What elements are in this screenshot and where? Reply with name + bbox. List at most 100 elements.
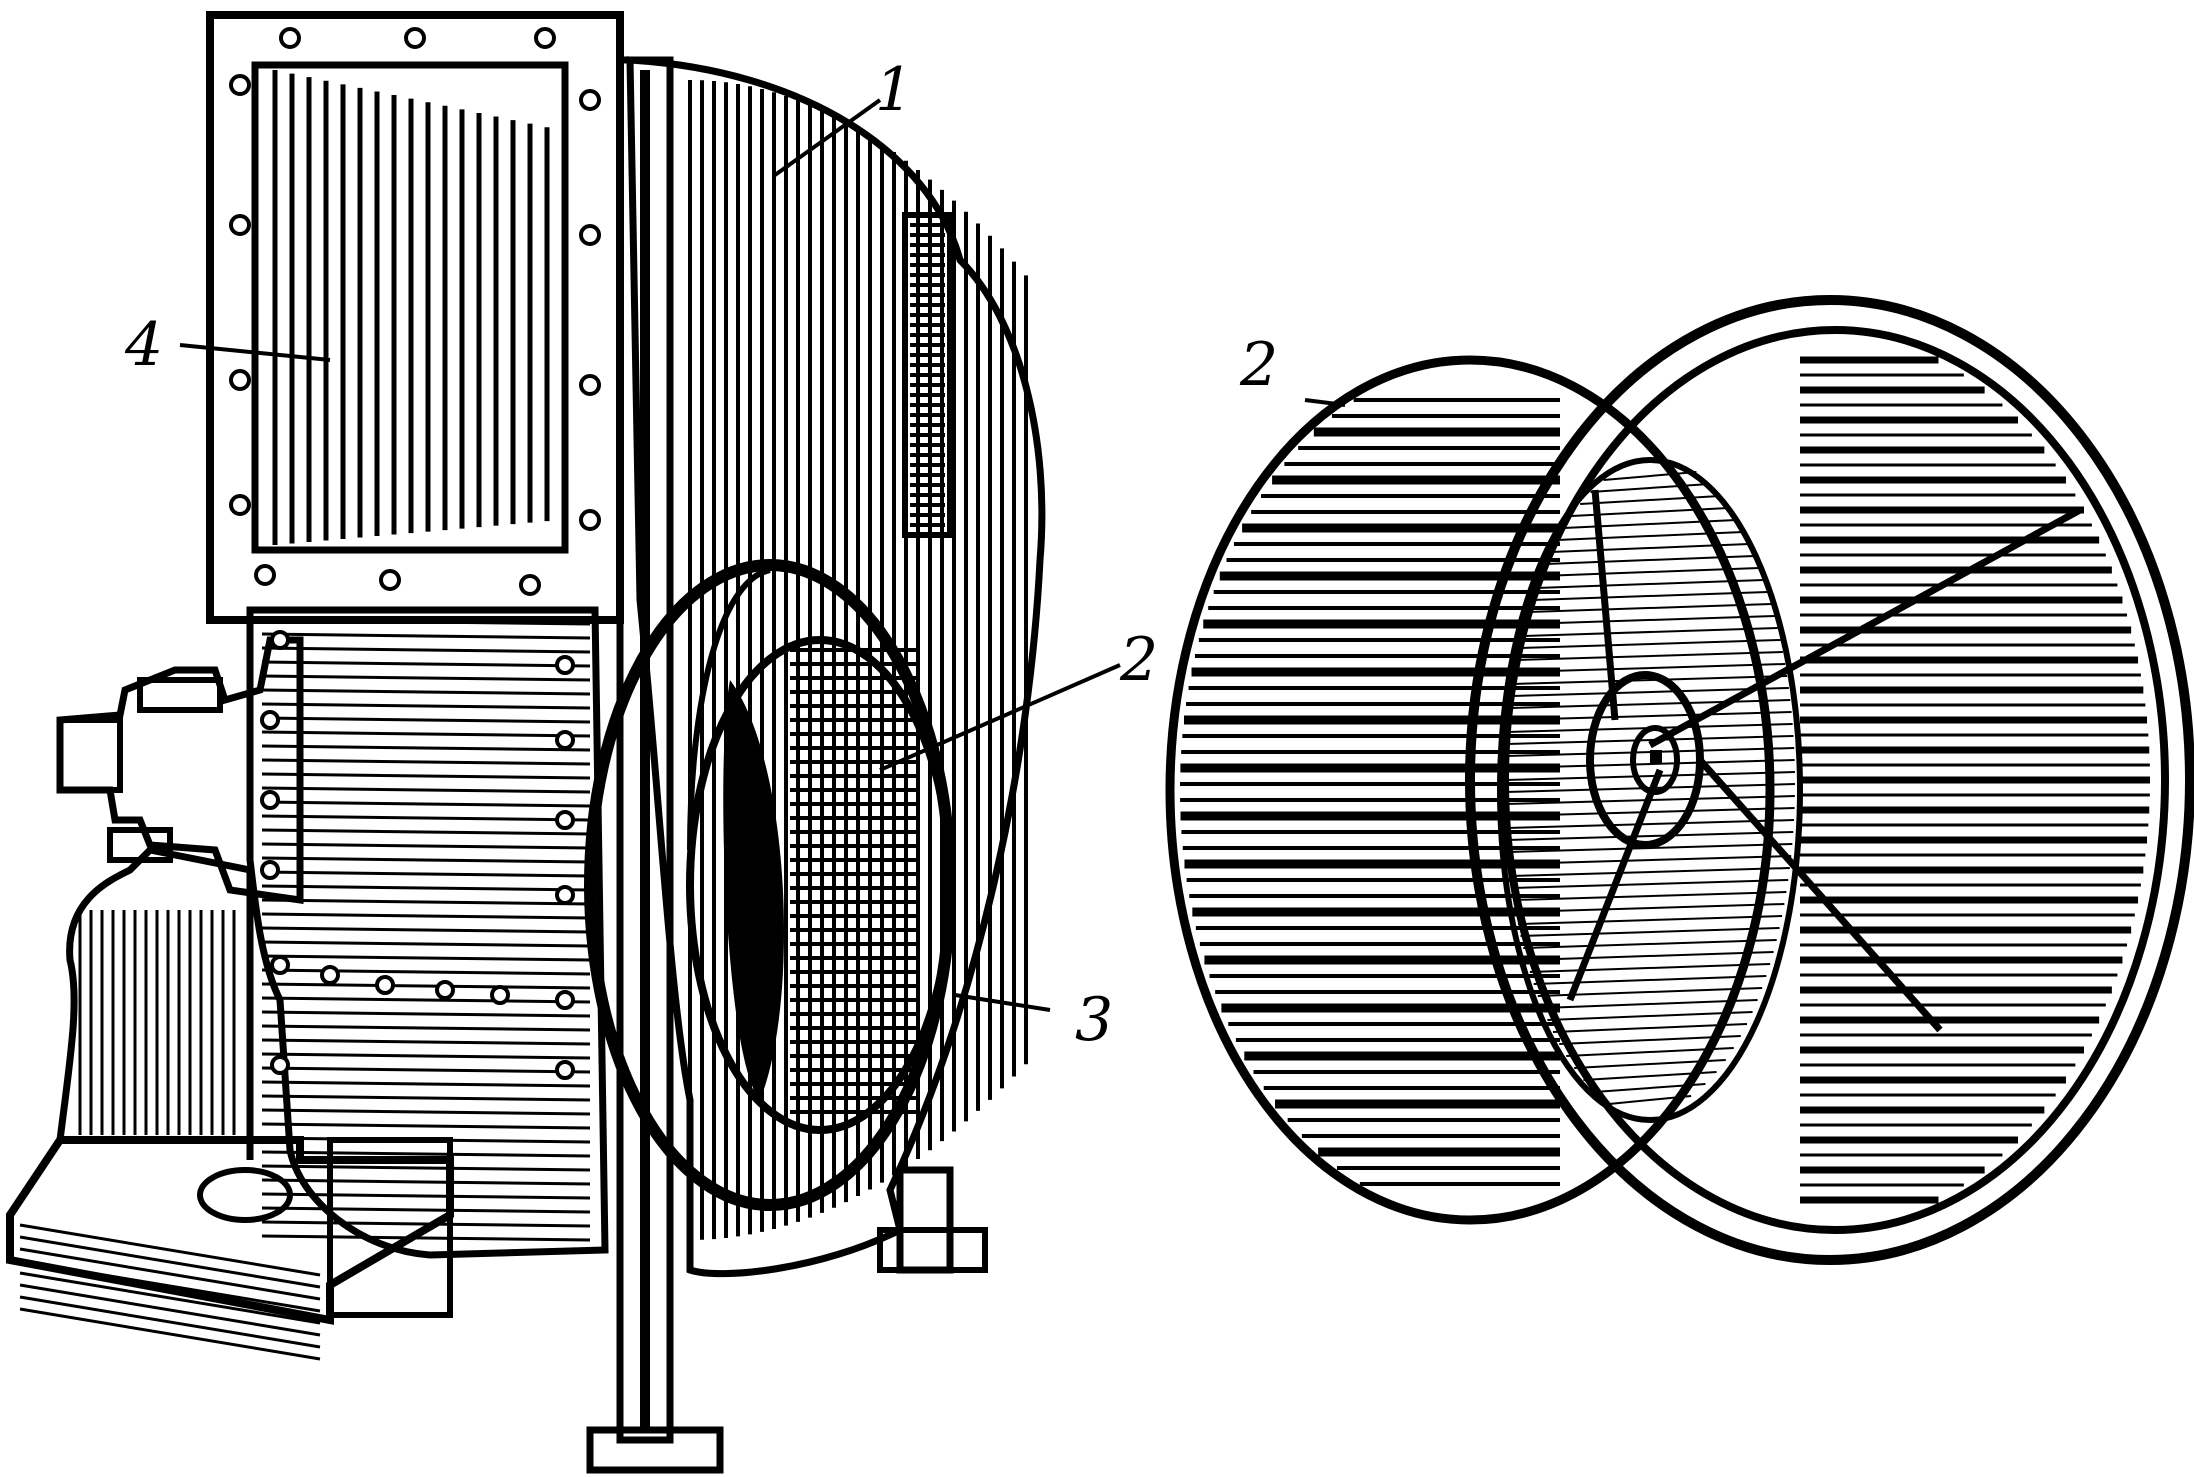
rivet <box>260 710 280 730</box>
rivet <box>555 885 575 905</box>
rivet <box>260 790 280 810</box>
duct-hatch-line <box>261 1122 591 1130</box>
outlet-hatching <box>272 70 550 545</box>
rivet <box>270 630 290 650</box>
rivet <box>270 1055 290 1075</box>
duct-hatch-line <box>261 758 591 766</box>
disc-hatch-line <box>1536 579 1764 589</box>
duct-rivets <box>260 630 575 1080</box>
disc-hatch-line <box>1547 1011 1753 1021</box>
duct-hatching <box>261 618 591 1242</box>
duct-hatch-line <box>261 926 591 934</box>
disc-hatch-line <box>1529 963 1771 973</box>
rivet <box>555 810 575 830</box>
duct-hatch-line <box>261 1136 591 1144</box>
bolt-hole <box>534 27 556 49</box>
fan-base <box>6 846 454 1361</box>
fan-label-2: 2 <box>1119 625 1158 695</box>
impeller-front-blades <box>1800 356 2150 1204</box>
duct-hatch-line <box>261 1108 591 1116</box>
rivet <box>260 860 280 880</box>
duct-hatch-line <box>261 856 591 864</box>
rivet <box>490 985 510 1005</box>
fan-label-1: 1 <box>875 55 913 125</box>
duct-hatch-line <box>261 674 591 682</box>
duct-hatch-line <box>261 716 591 724</box>
disc-hatch-line <box>1506 831 1794 841</box>
duct-hatch-line <box>261 898 591 906</box>
disc-hatch-line <box>1511 687 1789 697</box>
duct-hatch-line <box>261 996 591 1004</box>
leader-lines <box>179 98 1121 1012</box>
disc-hatch-line <box>1594 1083 1706 1093</box>
flange-hatching <box>910 223 945 527</box>
disc-hatch-line <box>1508 855 1792 865</box>
disc-hatch-line <box>1505 819 1795 829</box>
duct-hatch-line <box>261 1234 591 1242</box>
fan-assembly: 1 2 3 4 <box>6 11 1158 1474</box>
disc-hatch-line <box>1517 915 1783 925</box>
duct-hatch-line <box>261 814 591 822</box>
disc-hatch-line <box>1566 1047 1734 1057</box>
duct-hatch-line <box>261 968 591 976</box>
bolt-hole <box>579 374 601 396</box>
duct-hatch-line <box>261 1080 591 1088</box>
duct-hatch-line <box>261 884 591 892</box>
disc-hatch-line <box>1608 1095 1692 1105</box>
duct-hatch-line <box>261 1192 591 1200</box>
duct-hatch-line <box>261 1150 591 1158</box>
disc-hatch-line <box>1528 603 1772 613</box>
disc-hatch-line <box>1511 879 1789 889</box>
bolt-hole <box>229 214 251 236</box>
disc-hatch-line <box>1515 903 1785 913</box>
rivet <box>270 955 290 975</box>
duct-hatch-line <box>261 730 591 738</box>
disc-hatch-line <box>1513 891 1787 901</box>
duct-hatch-line <box>261 1178 591 1186</box>
duct-hatch-line <box>261 660 591 668</box>
fan-label-3: 3 <box>1075 985 1113 1055</box>
flange-bolt-holes <box>229 27 601 596</box>
base-hatch-line <box>19 1247 321 1301</box>
disc-hatch-line <box>1509 699 1791 709</box>
rivet <box>555 730 575 750</box>
duct-hatch-line <box>261 688 591 696</box>
duct-hatch-line <box>261 842 591 850</box>
disc-hatch-line <box>1520 927 1780 937</box>
duct-hatch-line <box>261 912 591 920</box>
rivet <box>435 980 455 1000</box>
duct-hatch-line <box>261 982 591 990</box>
disc-hatch-line <box>1552 1023 1748 1033</box>
bolt-hole <box>579 224 601 246</box>
casing-hatching <box>688 80 1028 1240</box>
disc-hatch-line <box>1508 711 1792 721</box>
disc-hatch-line <box>1580 495 1720 505</box>
duct-hatch-line <box>261 800 591 808</box>
impeller-spokes <box>1566 489 2082 1033</box>
duct-hatch-line <box>261 1038 591 1046</box>
duct-hatch-line <box>261 1094 591 1102</box>
base-hatch-line <box>19 1295 321 1349</box>
base-hatch-line <box>19 1235 321 1289</box>
support-post <box>586 56 988 1474</box>
disc-hatch-line <box>1517 651 1783 661</box>
bolt-hole <box>379 569 401 591</box>
duct-hatch-line <box>261 1206 591 1214</box>
disc-hatch-line <box>1574 1059 1726 1069</box>
bolt-hole <box>519 574 541 596</box>
bolt-hole <box>229 369 251 391</box>
bolt-hole <box>579 509 601 531</box>
bolt-hole <box>229 74 251 96</box>
inlet-ring <box>584 559 956 1211</box>
bolt-hole <box>579 89 601 111</box>
duct-hatch-line <box>261 954 591 962</box>
duct-hatch-line <box>261 1024 591 1032</box>
duct-hatch-line <box>261 940 591 948</box>
duct-hatch-line <box>261 870 591 878</box>
duct-hatch-line <box>261 1052 591 1060</box>
impeller-label-2: 2 <box>1239 330 1278 400</box>
base-hatch-line <box>19 1223 321 1277</box>
base-hatch-line <box>19 1307 321 1361</box>
disc-hatch-line <box>1540 567 1760 577</box>
